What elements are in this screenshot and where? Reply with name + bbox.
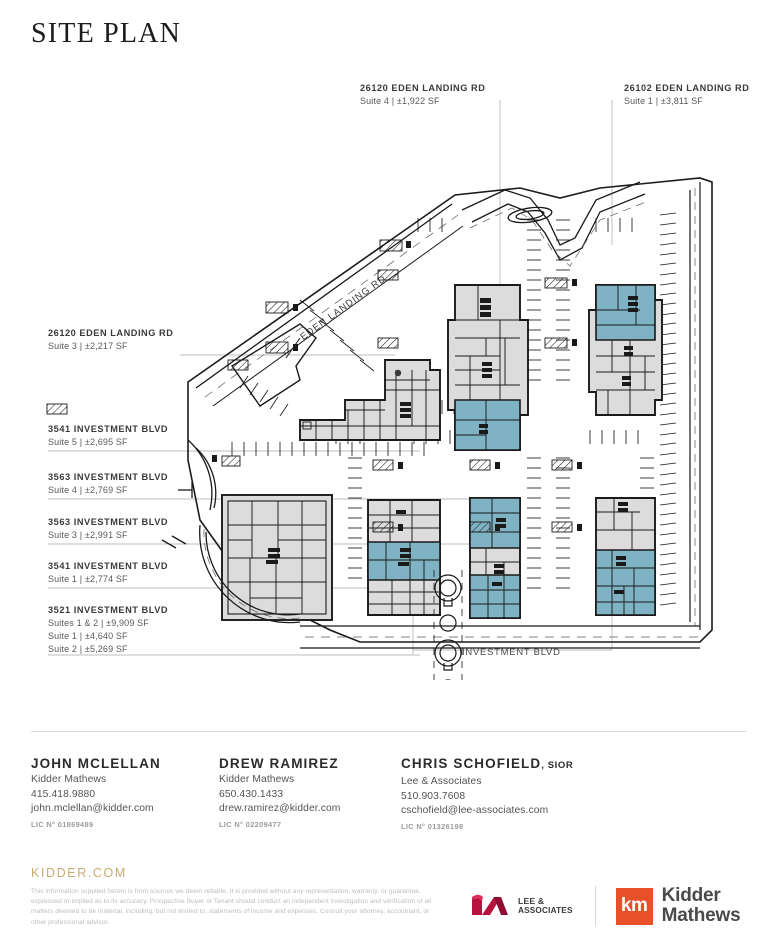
- street-label-eden: EDEN LANDING RD: [298, 273, 388, 343]
- callout-address: 26102 EDEN LANDING RD: [624, 83, 750, 93]
- contact-name-text: JOHN MCLELLAN: [31, 756, 161, 771]
- contact-name: DREW RAMIREZ: [219, 755, 401, 773]
- contact-card-john-mclellan: JOHN MCLELLAN Kidder Mathews 415.418.988…: [31, 755, 219, 831]
- building-26120-eden-suite3: [299, 359, 441, 441]
- courtyard-features: [433, 570, 463, 680]
- callout-address: 3541 INVESTMENT BLVD: [48, 561, 169, 571]
- page-title: SITE PLAN: [31, 18, 182, 49]
- callout-detail: Suite 2 | ±5,269 SF: [48, 644, 128, 654]
- km-line-1: Kidder: [661, 885, 721, 906]
- lee-line-1: LEE &: [518, 896, 545, 906]
- contact-name: CHRIS SCHOFIELD, SIOR: [401, 755, 589, 775]
- callout-address: 26120 EDEN LANDING RD: [360, 83, 486, 93]
- callout-left-inv-3563-suite4: 3563 INVESTMENT BLVD Suite 4 | ±2,769 SF: [48, 471, 168, 497]
- west-drive: [161, 439, 301, 624]
- highlight-suite-26102-1: [595, 284, 656, 341]
- callout-address: 3541 INVESTMENT BLVD: [48, 424, 169, 434]
- pad-markers: [212, 241, 582, 531]
- contact-phone[interactable]: 415.418.9880: [31, 788, 96, 800]
- building-centerright-investment: [469, 497, 521, 619]
- contact-card-drew-ramirez: DREW RAMIREZ Kidder Mathews 650.430.1433…: [219, 755, 401, 831]
- callout-top-eden-26102-suite1: 26102 EDEN LANDING RD Suite 1 | ±3,811 S…: [624, 82, 749, 108]
- contact-email[interactable]: drew.ramirez@kidder.com: [219, 803, 341, 814]
- callout-left-inv-3521-suites12: 3521 INVESTMENT BLVD Suites 1 & 2 | ±9,9…: [48, 604, 168, 656]
- hatched-pads: [46, 239, 573, 533]
- site-plan-map: EDEN LANDING RD: [0, 70, 777, 680]
- website-link[interactable]: KIDDER.COM: [31, 866, 127, 880]
- contact-phone[interactable]: 650.430.1433: [219, 788, 284, 800]
- northwest-parcel: [231, 323, 317, 407]
- highlight-suite-3541-1: [469, 574, 521, 619]
- km-line-2: Mathews: [661, 905, 741, 926]
- callout-left-inv-3541-suite5: 3541 INVESTMENT BLVD Suite 5 | ±2,695 SF: [48, 423, 168, 449]
- callout-top-eden-26120-suite4: 26120 EDEN LANDING RD Suite 4 | ±1,922 S…: [360, 82, 485, 108]
- contact-license: LIC N° 01326198: [401, 821, 464, 831]
- site-plan-drawing: EDEN LANDING RD: [46, 100, 713, 680]
- building-3521-investment: [595, 497, 656, 616]
- contacts-section: JOHN MCLELLAN Kidder Mathews 415.418.988…: [31, 755, 746, 831]
- site-boundary: [187, 177, 713, 643]
- callout-detail: Suite 1 | ±3,811 SF: [624, 96, 704, 106]
- street-investment-blvd: INVESTMENT BLVD: [300, 625, 700, 657]
- street-label-investment: INVESTMENT BLVD: [462, 646, 561, 657]
- callout-detail: Suite 1 | ±2,774 SF: [48, 574, 128, 584]
- callout-detail: Suite 3 | ±2,991 SF: [48, 530, 128, 540]
- km-mark-icon: km: [615, 887, 653, 925]
- contact-email[interactable]: cschofield@lee-associates.com: [401, 805, 549, 816]
- callout-left-inv-3563-suite3: 3563 INVESTMENT BLVD Suite 3 | ±2,991 SF: [48, 516, 168, 542]
- callout-left-eden-26120-suite3: 26120 EDEN LANDING RD Suite 3 | ±2,217 S…: [48, 327, 173, 353]
- contact-email[interactable]: john.mclellan@kidder.com: [31, 803, 154, 814]
- callout-detail: Suites 1 & 2 | ±9,909 SF: [48, 618, 149, 628]
- contact-license: LIC N° 01869489: [31, 819, 94, 829]
- disclaimer-text: This information supplied herein is from…: [31, 888, 432, 926]
- logo-row: LEE & ASSOCIATES km Kidder Mathews: [470, 878, 760, 934]
- lee-associates-wordmark: LEE & ASSOCIATES: [518, 896, 573, 916]
- logo-separator: [594, 886, 596, 926]
- road-curves-north: [461, 181, 647, 267]
- contact-name: JOHN MCLELLAN: [31, 755, 219, 773]
- contact-card-chris-schofield: CHRIS SCHOFIELD, SIOR Lee & Associates 5…: [401, 755, 589, 831]
- lee-line-2: ASSOCIATES: [518, 906, 573, 915]
- callout-address: 3521 INVESTMENT BLVD: [48, 605, 169, 615]
- callout-detail: Suite 4 | ±2,769 SF: [48, 485, 128, 495]
- highlight-suite-3563-3: [367, 541, 441, 581]
- footer-divider: [31, 731, 746, 732]
- contact-name-suffix: , SIOR: [541, 760, 574, 771]
- east-boundary: [689, 182, 701, 630]
- building-26102-eden-landing: [588, 284, 663, 416]
- callout-address: 3563 INVESTMENT BLVD: [48, 472, 169, 482]
- contact-name-text: CHRIS SCHOFIELD: [401, 756, 542, 771]
- contact-license: LIC N° 02209477: [219, 819, 282, 829]
- contact-phone[interactable]: 510.903.7608: [401, 790, 466, 802]
- callout-detail: Suite 3 | ±2,217 SF: [48, 341, 128, 351]
- building-west-investment: [221, 494, 333, 621]
- contact-company: Kidder Mathews: [219, 774, 295, 785]
- contact-company: Lee & Associates: [401, 776, 482, 787]
- callout-left-inv-3541-suite1: 3541 INVESTMENT BLVD Suite 1 | ±2,774 SF: [48, 560, 168, 586]
- parking-stalls: [231, 212, 677, 606]
- callout-address: 3563 INVESTMENT BLVD: [48, 517, 169, 527]
- building-center-investment: [367, 499, 441, 616]
- lee-associates-mark-icon: [472, 894, 508, 915]
- callout-detail: Suite 4 | ±1,922 SF: [360, 96, 440, 106]
- contact-company: Kidder Mathews: [31, 774, 107, 785]
- kidder-mathews-logo: km Kidder Mathews: [615, 886, 741, 926]
- kidder-mathews-wordmark: Kidder Mathews: [662, 886, 741, 926]
- building-26120-eden-landing: [447, 284, 529, 451]
- callout-detail: Suite 5 | ±2,695 SF: [48, 437, 128, 447]
- contact-name-text: DREW RAMIREZ: [219, 756, 339, 771]
- callout-detail: Suite 1 | ±4,640 SF: [48, 631, 128, 641]
- callout-address: 26120 EDEN LANDING RD: [48, 328, 174, 338]
- lee-associates-logo: LEE & ASSOCIATES: [470, 891, 573, 921]
